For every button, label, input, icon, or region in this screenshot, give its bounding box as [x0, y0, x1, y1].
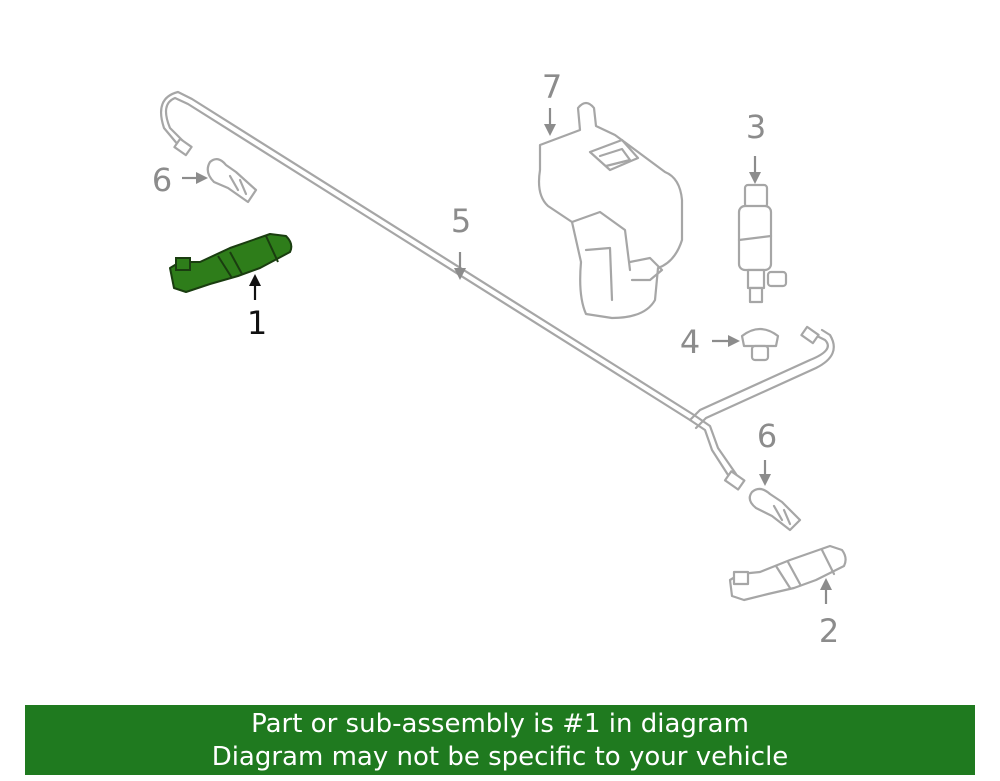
banner-line-2: Diagram may not be specific to your vehi…: [211, 742, 789, 772]
pump-part-3[interactable]: [737, 183, 788, 304]
arrow-4: [712, 335, 740, 347]
arrow-1: [249, 274, 261, 300]
washer-nozzle-part-2[interactable]: [728, 544, 847, 602]
arrow-7: [544, 108, 556, 136]
callout-2[interactable]: 2: [819, 612, 839, 650]
arrow-6-lower: [759, 460, 771, 486]
arrow-6-upper: [182, 172, 208, 184]
grommet-part-4[interactable]: [740, 327, 780, 362]
arrow-2: [820, 578, 832, 604]
callout-4[interactable]: 4: [680, 323, 700, 361]
callout-7[interactable]: 7: [542, 68, 562, 106]
banner-line-1: Part or sub-assembly is #1 in diagram: [251, 709, 749, 739]
parts-diagram: 1 2 3 4 5 6 6 7: [152, 68, 847, 650]
connector-part-6-lower[interactable]: [748, 487, 802, 532]
callout-6-lower[interactable]: 6: [757, 417, 777, 455]
callout-5[interactable]: 5: [451, 202, 471, 240]
reservoir-part-7[interactable]: [537, 101, 684, 320]
connector-part-6-upper[interactable]: [206, 158, 258, 204]
callout-6-upper[interactable]: 6: [152, 161, 172, 199]
info-banner: Part or sub-assembly is #1 in diagram Di…: [25, 705, 975, 775]
arrow-5: [454, 252, 466, 280]
callout-1[interactable]: 1: [247, 304, 267, 342]
callout-3[interactable]: 3: [746, 108, 766, 146]
washer-nozzle-part-1[interactable]: [169, 233, 293, 293]
hose-line-part-5[interactable]: [160, 90, 835, 491]
arrow-3: [749, 156, 761, 184]
